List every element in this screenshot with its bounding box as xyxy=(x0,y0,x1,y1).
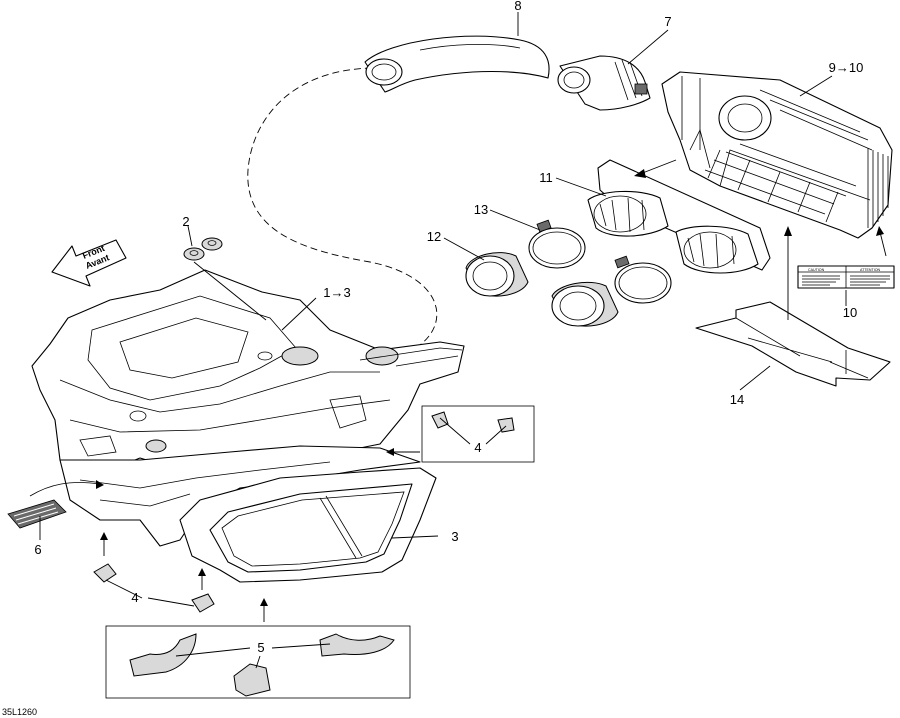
label-attention-heading: ATTENTION xyxy=(860,268,881,272)
part-3-filter-frame xyxy=(179,467,437,583)
callout-12: 12 xyxy=(427,229,441,244)
part-8-intake-hose xyxy=(364,35,550,93)
part-2-grommets xyxy=(183,237,223,261)
callout-8: 8 xyxy=(514,0,521,13)
part-10-warning-label: CAUTION ATTENTION xyxy=(797,265,895,289)
part-12-sleeves xyxy=(465,252,619,327)
callout-4-lower: 4 xyxy=(131,590,138,605)
callout-9-10: 9→10 xyxy=(829,60,864,75)
part-5-brackets-inset xyxy=(105,625,411,699)
part-9-10-air-box xyxy=(661,71,893,239)
label-caution-heading: CAUTION xyxy=(808,268,825,272)
callout-5: 5 xyxy=(257,640,264,655)
callout-11: 11 xyxy=(539,170,553,185)
callout-13: 13 xyxy=(474,202,488,217)
callout-1-3: 1→3 xyxy=(323,285,350,300)
callout-2: 2 xyxy=(182,214,189,229)
front-direction-arrow: Front Avant xyxy=(51,239,127,287)
callout-4-inset: 4 xyxy=(474,440,481,455)
part-6-decal xyxy=(7,499,67,529)
hose-routing-dashed-line xyxy=(247,67,438,346)
callout-10: 10 xyxy=(843,305,857,320)
part-1-3-main-air-box xyxy=(31,269,465,473)
part-14-plate xyxy=(695,301,891,387)
part-7-air-duct xyxy=(557,55,651,111)
callout-7: 7 xyxy=(664,14,671,29)
leader-lines xyxy=(29,12,887,669)
part-4-clips-inset xyxy=(421,405,535,463)
part-11-adaptor-plate xyxy=(587,159,771,274)
callout-6: 6 xyxy=(34,542,41,557)
part-13-clamps xyxy=(528,219,672,304)
part-4-clips-lower xyxy=(93,563,215,613)
callout-14: 14 xyxy=(730,392,744,407)
callout-3: 3 xyxy=(451,529,458,544)
figure-code: 35L1260 xyxy=(2,707,37,717)
callout-numbers: 8 7 9→10 11 13 12 2 1→3 10 14 4 3 6 4 5 … xyxy=(2,0,863,717)
